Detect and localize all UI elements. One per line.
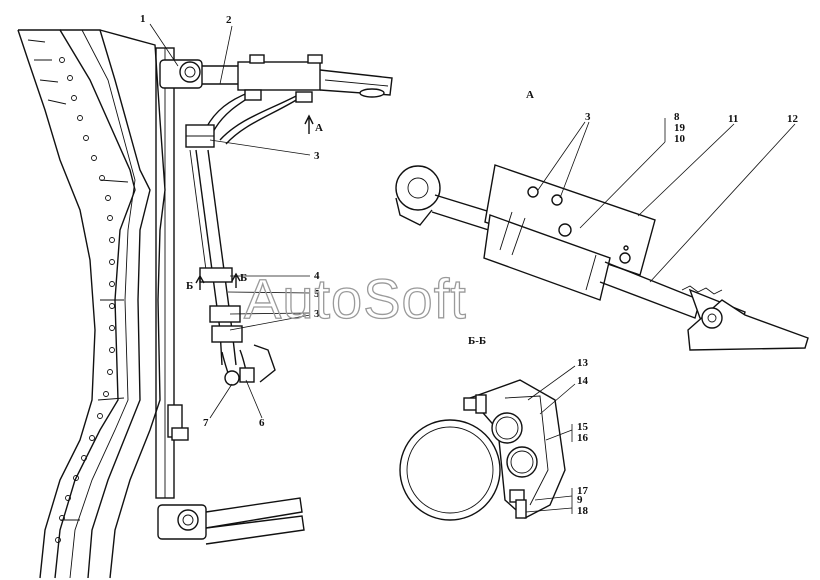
- hydraulic-hoses: [185, 89, 313, 386]
- view-a-callout-10: 10: [674, 133, 686, 145]
- callout-2: 2: [226, 14, 232, 26]
- view-a-callout-8: 8: [674, 111, 680, 123]
- tilt-cylinder-top: [159, 54, 393, 98]
- view-a: А 3 8 19 10 11 12: [395, 89, 809, 351]
- section-bb: Б-Б 13 14 15 16 17 9 18: [399, 335, 589, 521]
- section-bb-title: Б-Б: [468, 335, 486, 347]
- view-a-callout-3: 3: [585, 111, 591, 123]
- view-a-callout-11: 11: [728, 113, 738, 125]
- section-callout-16: 16: [577, 432, 589, 444]
- arrow-b-right-label: Б: [240, 272, 247, 284]
- callout-1: 1: [140, 13, 146, 25]
- callout-3-top: 3: [314, 150, 320, 162]
- view-a-title: А: [526, 89, 534, 101]
- tilt-cylinder-bottom: [157, 497, 305, 545]
- view-a-callout-12: 12: [787, 113, 799, 125]
- section-callout-15: 15: [577, 421, 589, 433]
- arrow-b-left-label: Б: [186, 280, 193, 292]
- callout-5: 5: [314, 288, 320, 300]
- left-callouts: 1 2 3 4 5 3 7 6 Б Б А: [140, 13, 323, 429]
- section-callout-9: 9: [577, 494, 583, 506]
- callout-4: 4: [314, 270, 320, 282]
- watermark: AutoSoft: [244, 267, 467, 330]
- callout-7: 7: [203, 417, 209, 429]
- section-callout-13: 13: [577, 357, 589, 369]
- arrow-a-label: А: [315, 122, 323, 134]
- section-callout-17: 17: [577, 485, 589, 497]
- blade-frame: [17, 29, 189, 579]
- rivet-holes: [55, 57, 115, 543]
- section-callout-18: 18: [577, 505, 589, 517]
- section-callout-14: 14: [577, 375, 589, 387]
- view-a-callout-19: 19: [674, 122, 686, 134]
- callout-6: 6: [259, 417, 265, 429]
- callout-3-mid: 3: [314, 308, 320, 320]
